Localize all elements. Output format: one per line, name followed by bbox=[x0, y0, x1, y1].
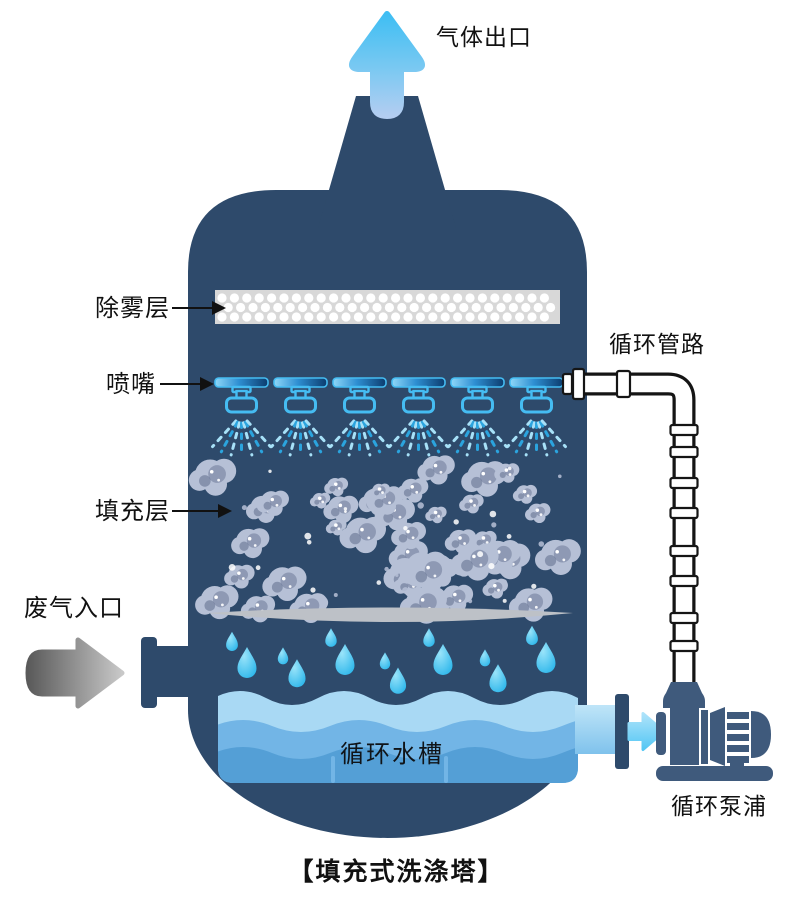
gas-outlet-arrow-icon bbox=[349, 11, 425, 119]
waste-gas-arrow-icon bbox=[25, 637, 125, 709]
tank-outlet-pipe bbox=[575, 694, 666, 769]
diagram-title: 【填充式洗涤塔】 bbox=[288, 858, 505, 886]
packing-support-plate bbox=[207, 607, 573, 622]
circulation-pipe bbox=[561, 367, 699, 684]
label-nozzle: 喷嘴 bbox=[106, 371, 156, 398]
demister-layer bbox=[215, 290, 560, 324]
label-pump: 循环泵浦 bbox=[671, 793, 767, 819]
label-gas-outlet: 气体出口 bbox=[436, 24, 532, 50]
falling-droplets bbox=[226, 625, 556, 694]
label-demister: 除雾层 bbox=[95, 295, 170, 322]
spray-nozzles bbox=[211, 377, 567, 458]
label-packing: 填充层 bbox=[95, 498, 170, 525]
label-circulation-pipe: 循环管路 bbox=[609, 331, 705, 357]
leader-arrows bbox=[160, 301, 232, 518]
label-waste-gas-inlet: 废气入口 bbox=[24, 595, 124, 622]
circulation-pump bbox=[656, 682, 773, 781]
label-water-tank: 循环水槽 bbox=[340, 741, 444, 768]
circulation-water-tank bbox=[218, 691, 578, 783]
